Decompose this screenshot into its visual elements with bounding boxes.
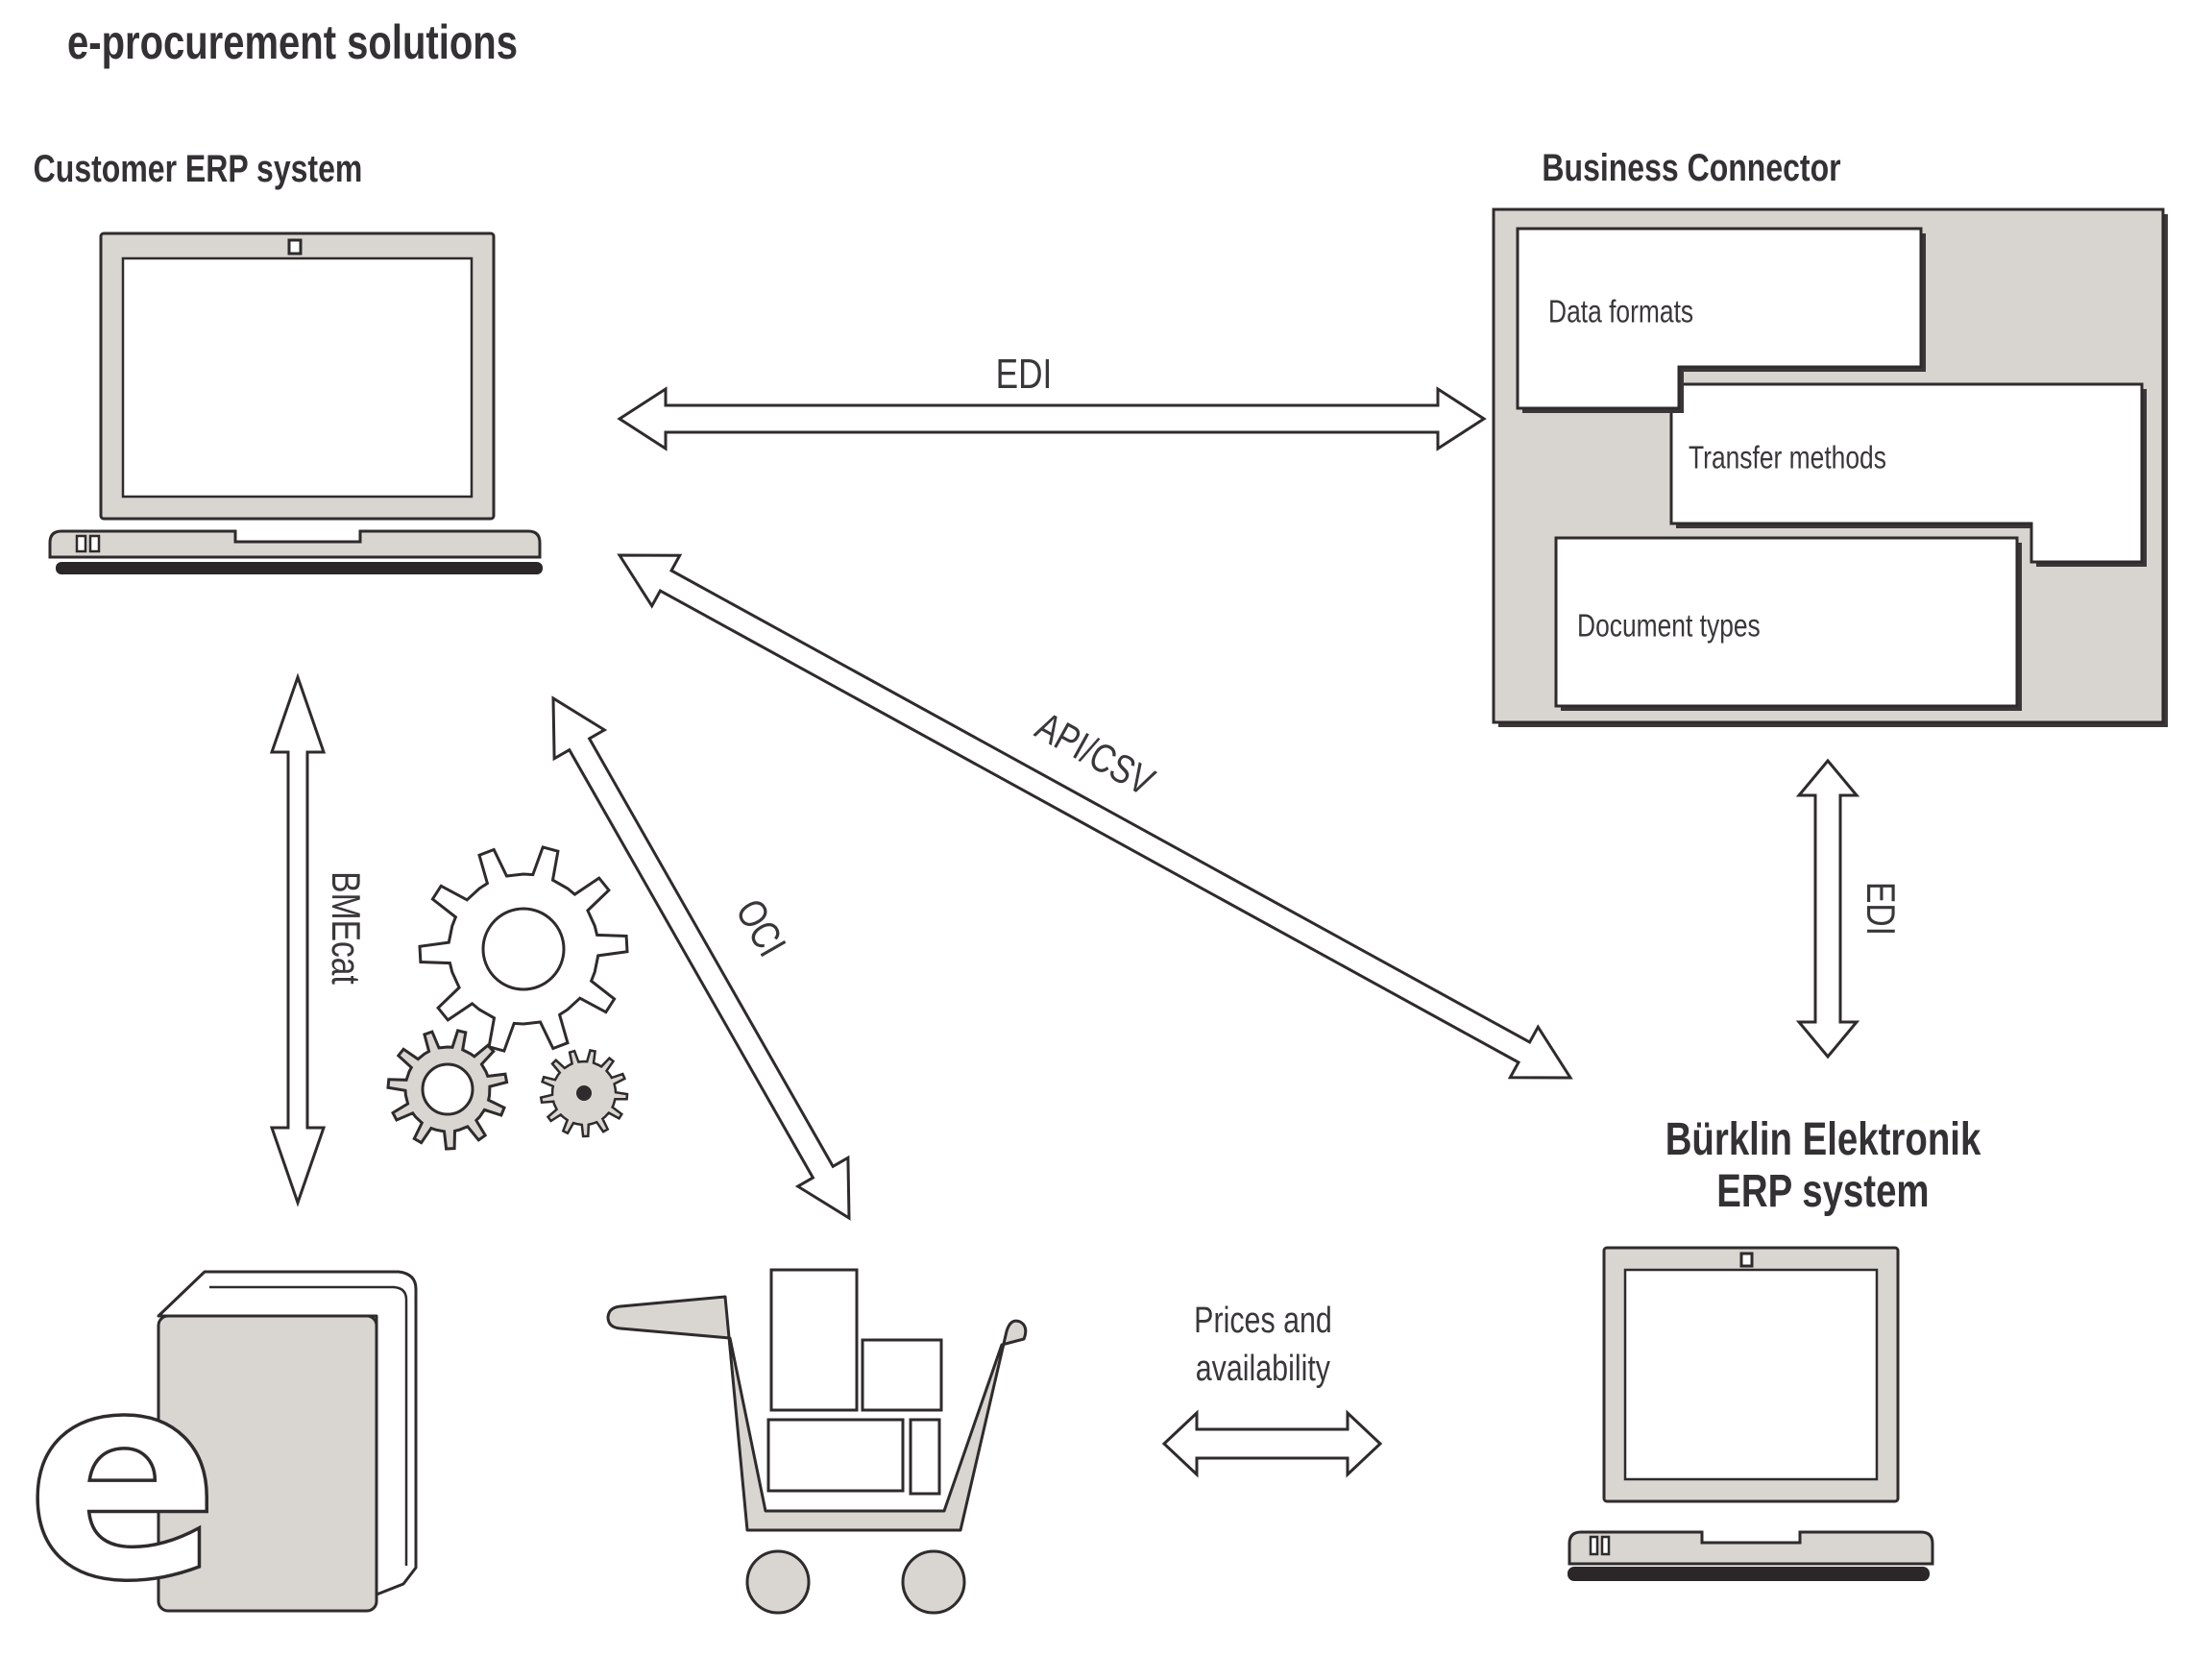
indicator-light-icon	[1600, 1535, 1611, 1556]
cart-box-tall	[769, 1268, 859, 1412]
gear-large-icon	[418, 845, 629, 1053]
transfer-methods-box	[1669, 382, 2144, 564]
customer-erp-label: Customer ERP system	[33, 148, 363, 190]
webcam-icon	[287, 238, 303, 256]
edi-top-arrow-label: EDI	[995, 350, 1053, 398]
transfer-methods-label: Transfer methods	[1689, 439, 1886, 475]
shopping-cart-icon	[606, 1268, 1028, 1615]
edi-vertical-arrow	[1795, 758, 1860, 1059]
indicator-light-icon	[1589, 1535, 1599, 1556]
business-connector-label: Business Connector	[1542, 147, 1841, 189]
data-formats-label: Data formats	[1548, 293, 1694, 329]
prices-arrow	[1161, 1409, 1383, 1478]
laptop-shadow-bar	[1568, 1567, 1930, 1581]
webcam-icon	[1739, 1252, 1754, 1268]
customer-laptop-icon	[48, 231, 543, 574]
laptop-shadow-bar	[56, 562, 543, 574]
cart-box-square	[861, 1338, 943, 1412]
oci-arrow	[551, 695, 851, 1221]
cart-wheel-right	[901, 1549, 966, 1615]
edi-right-arrow-label: EDI	[1859, 881, 1905, 937]
cart-frame	[606, 1295, 1028, 1532]
document-types-box	[1554, 536, 2019, 708]
gear-axle-dot	[576, 1085, 592, 1101]
book-front-cover	[157, 1314, 378, 1613]
laptop-screen	[121, 256, 474, 499]
gears-icon	[386, 845, 629, 1151]
indicator-light-icon	[88, 534, 101, 553]
edi-horizontal-arrow	[617, 386, 1487, 451]
letter-e-glyph: e	[25, 1309, 220, 1644]
laptop-base	[1568, 1530, 1934, 1566]
gear-medium-icon	[386, 1029, 509, 1151]
cart-wheel-left	[745, 1549, 811, 1615]
data-formats-box	[1516, 227, 1923, 410]
burklin-erp-label: Bürklin Elektronik ERP system	[1665, 1114, 1981, 1217]
document-types-label: Document types	[1577, 607, 1761, 644]
api-csv-arrow	[617, 553, 1573, 1080]
bmecat-arrow	[269, 672, 327, 1207]
e-catalog-book-icon: e	[24, 1270, 418, 1646]
cart-box-thin	[909, 1418, 941, 1496]
cart-box-wide	[766, 1418, 905, 1493]
bmecat-arrow-label: BMEcat	[324, 871, 370, 985]
laptop-base	[48, 529, 542, 559]
book-pages	[157, 1270, 418, 1596]
laptop-screen	[1623, 1268, 1879, 1481]
business-connector-panel	[1492, 207, 2168, 727]
book-cover-edge	[209, 1285, 408, 1566]
indicator-light-icon	[75, 534, 87, 553]
prices-availability-label: Prices and availability	[1194, 1301, 1332, 1389]
page-title: e-procurement solutions	[67, 15, 518, 69]
erp-laptop-icon	[1568, 1246, 1934, 1581]
